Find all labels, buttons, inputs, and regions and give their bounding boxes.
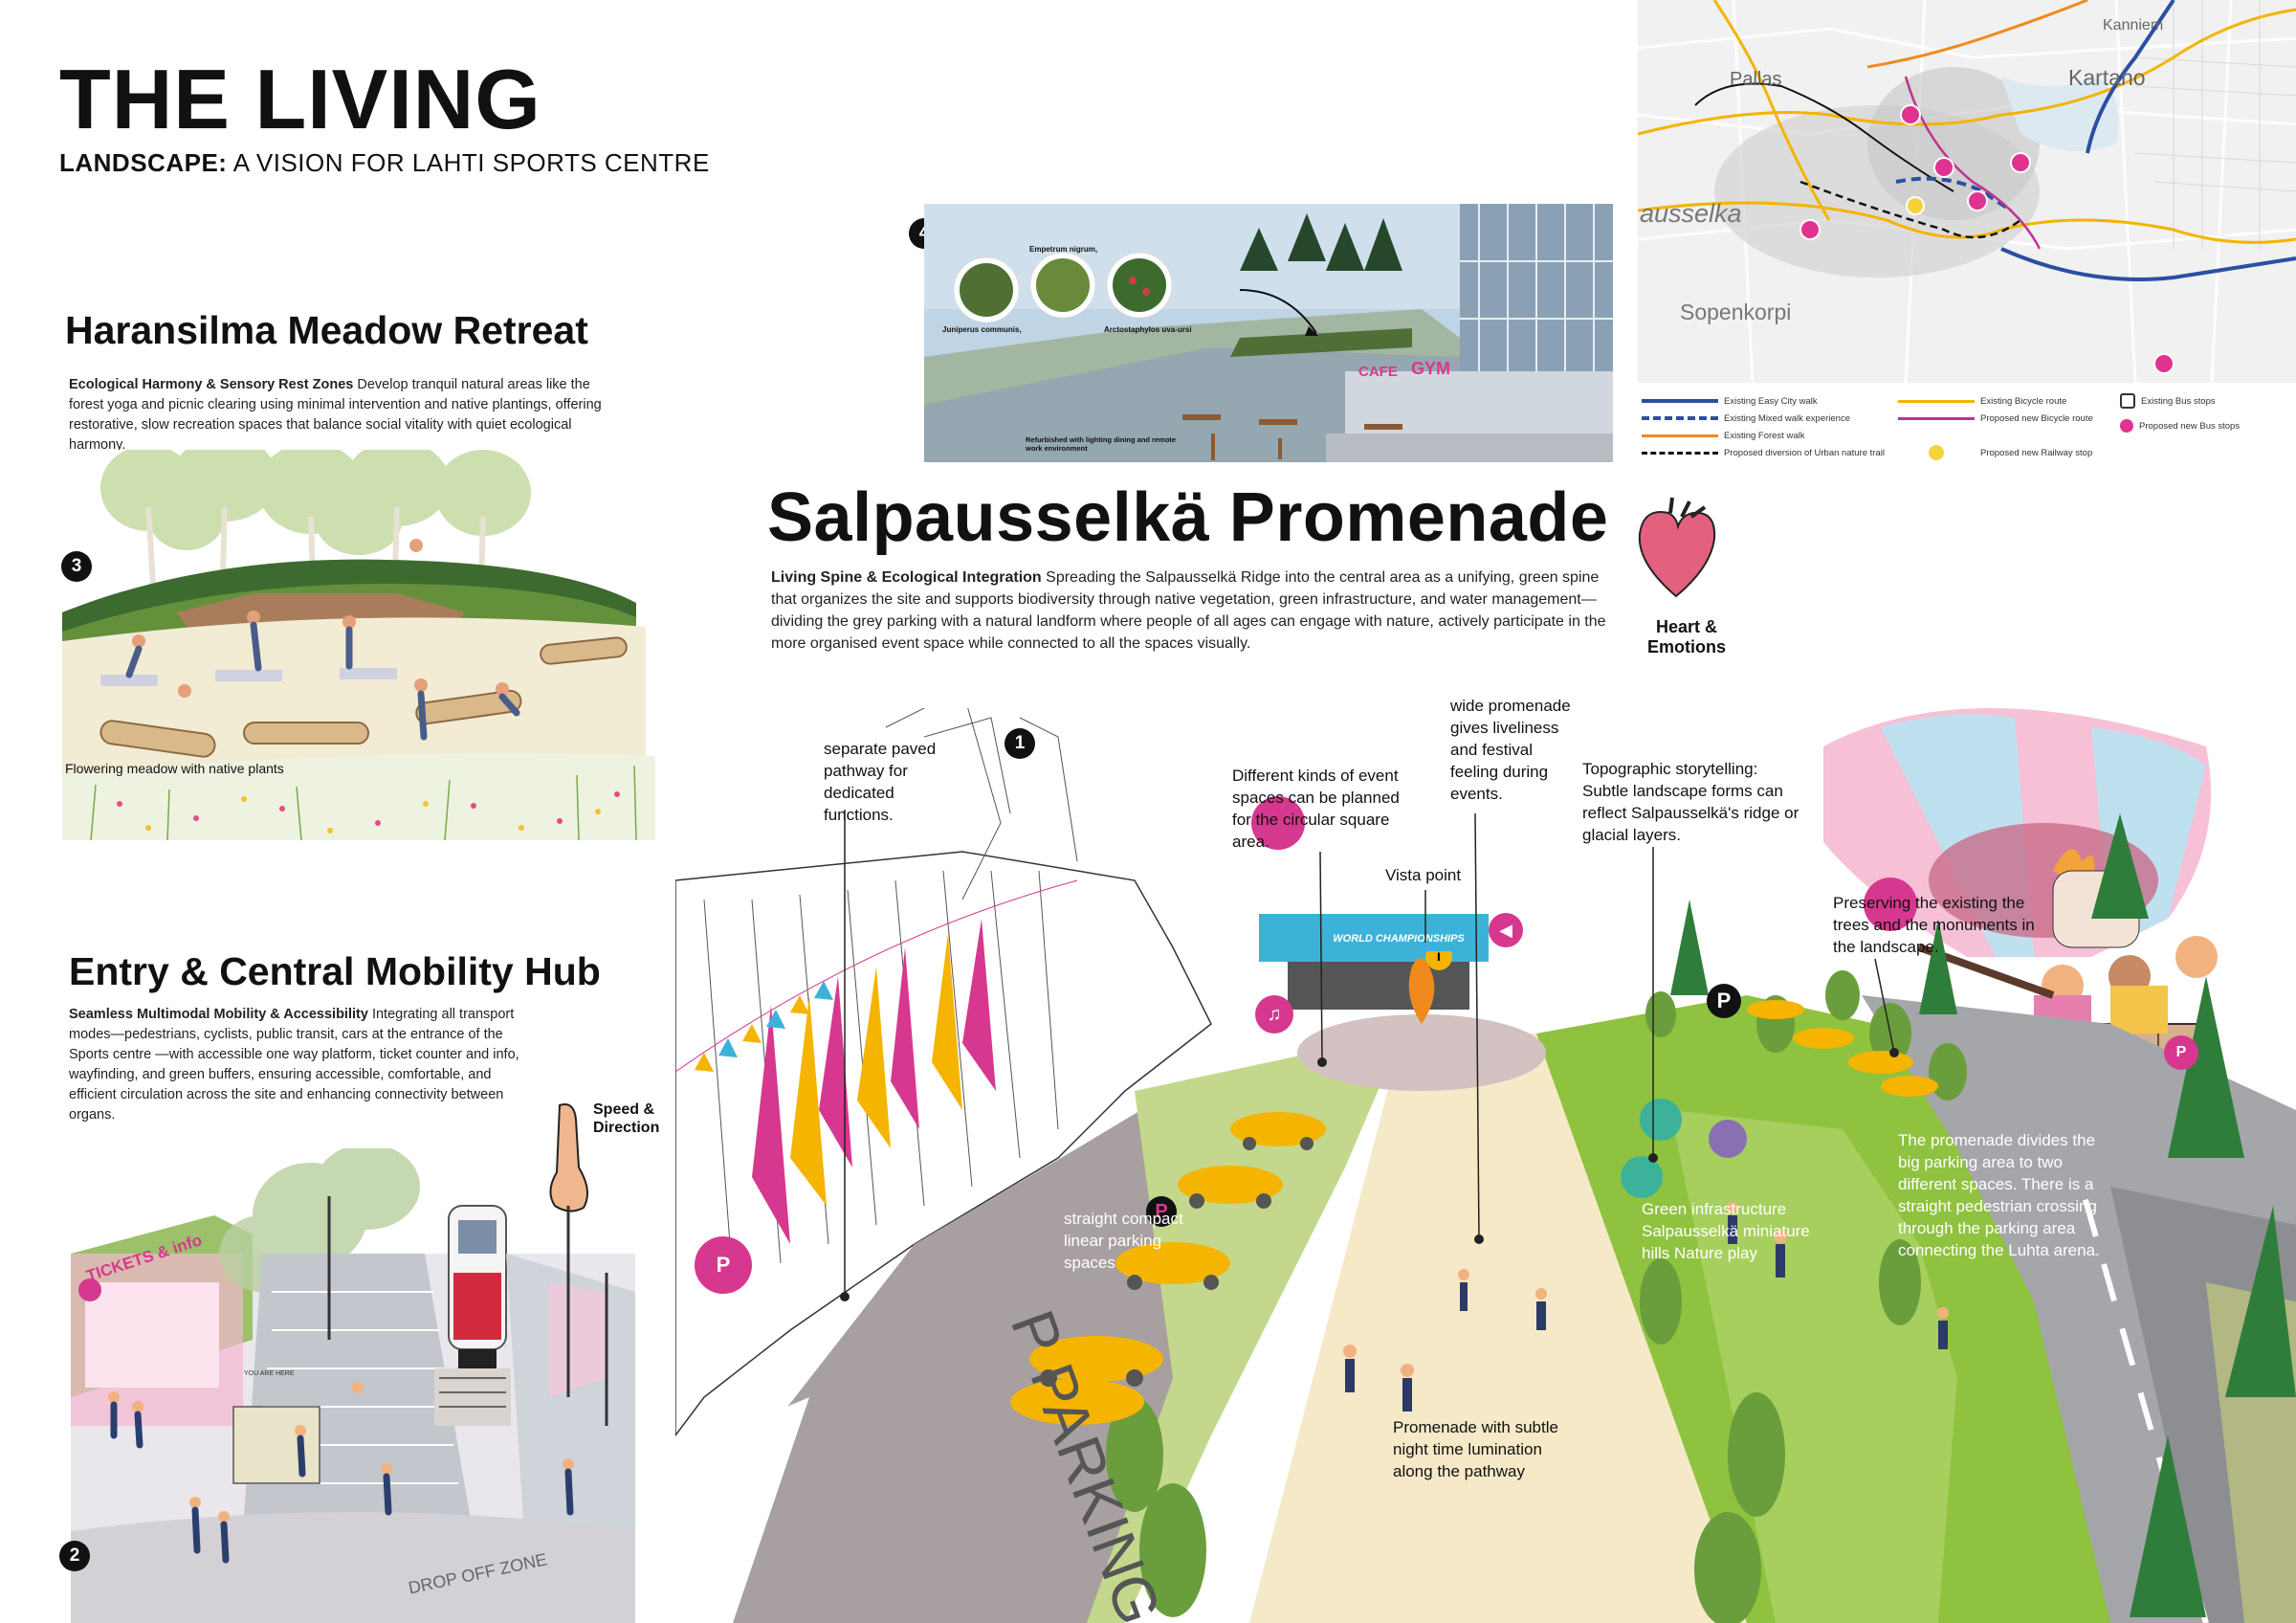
meadow-para-bold: Ecological Harmony & Sensory Rest Zones	[69, 377, 354, 392]
legend-item: Existing Bus stops	[2120, 392, 2240, 410]
heart-emotions-label: Heart & Emotions	[1646, 617, 1726, 656]
mobility-paragraph: Seamless Multimodal Mobility & Accessibi…	[69, 1005, 538, 1125]
annotation-green-infrastructure: Green infrastructure Salpausselkä miniat…	[1642, 1200, 1810, 1262]
plant-label-arctostaphylos: Arctostaphylos uva-ursi	[1104, 325, 1192, 334]
meadow-paragraph: Ecological Harmony & Sensory Rest Zones …	[69, 375, 614, 456]
map-label-kanniem: Kanniem	[2103, 17, 2164, 33]
legend-item: Proposed new Railway stop	[1898, 444, 2093, 461]
heart-icon	[1632, 496, 1720, 601]
railway-stop-icon	[1929, 445, 1944, 460]
bus-stop-icon	[2120, 393, 2135, 409]
legend-item: Proposed new Bus stops	[2120, 417, 2240, 434]
legend-item: Existing Mixed walk experience	[1642, 410, 1885, 427]
meadow-heading: Haransilma Meadow Retreat	[65, 308, 588, 352]
section-number-3: 3	[61, 551, 92, 582]
annotation-promenade-divides: The promenade divides the big parking ar…	[1898, 1131, 2100, 1259]
map-label-salpausselka: ausselka	[1640, 199, 1742, 228]
section-number-2: 2	[59, 1541, 90, 1571]
promenade-para-text: Spreading the Salpausselkä Ridge into th…	[771, 569, 1606, 652]
parking-icon: P	[1146, 1196, 1177, 1227]
promenade-paragraph: Living Spine & Ecological Integration Sp…	[771, 567, 1623, 655]
plant-label-juniperus: Juniperus communis,	[942, 325, 1022, 334]
gym-sign: GYM	[1411, 359, 1451, 378]
speaker-icon: ◀	[1489, 913, 1523, 947]
mobility-para-text: Integrating all transport modes—pedestri…	[69, 1007, 519, 1123]
legend-item: Existing Bicycle route	[1898, 392, 2093, 410]
parking-icon: P	[1707, 984, 1741, 1018]
foot-icon	[545, 1101, 593, 1215]
map-label-pallas: Pallas	[1730, 69, 1782, 90]
bike-parking-icon: P	[695, 1236, 752, 1294]
cafe-sign: CAFE	[1358, 364, 1398, 380]
annotation-night-lumination: Promenade with subtle night time luminat…	[1393, 1418, 1558, 1480]
mobility-para-bold: Seamless Multimodal Mobility & Accessibi…	[69, 1007, 368, 1022]
section-number-1: 1	[1004, 728, 1035, 759]
meadow-caption: Flowering meadow with native plants	[65, 761, 284, 776]
world-championships-sign: WORLD CHAMPIONSHIPS	[1318, 926, 1479, 951]
cafe-illustration	[924, 204, 1613, 462]
route-map	[1638, 0, 2296, 383]
annotation-topographic: Topographic storytelling: Subtle landsca…	[1582, 760, 1799, 844]
legend-item: Existing Easy City walk	[1642, 392, 1885, 410]
map-label-kartano: Kartano	[2068, 65, 2146, 90]
you-are-here-label: YOU ARE HERE	[244, 1370, 295, 1377]
meadow-para-text: Develop tranquil natural areas like the …	[69, 377, 602, 453]
annotation-linear-parking: straight compact linear parking spaces	[1064, 1210, 1183, 1272]
annotation-wide-promenade: wide promenade gives liveliness and fest…	[1450, 697, 1571, 803]
subtitle-bold: LANDSCAPE:	[59, 148, 228, 177]
annotation-vista-point: Vista point	[1385, 866, 1462, 884]
annotation-preserve-trees: Preserving the existing the trees and th…	[1833, 894, 2035, 956]
annotation-paved-pathway: separate paved pathway for dedicated fun…	[824, 740, 937, 824]
cafe-caption: Refurbished with lighting dining and rem…	[1026, 435, 1177, 453]
bike-parking-icon: P	[2164, 1035, 2198, 1070]
subtitle-rest: A VISION FOR LAHTI SPORTS CENTRE	[227, 148, 710, 177]
mobility-illustration	[71, 1148, 635, 1623]
legend-item: Proposed diversion of Urban nature trail	[1642, 444, 1885, 461]
legend-item: Proposed new Bicycle route	[1898, 410, 2093, 427]
legend-item: Existing Forest walk	[1642, 427, 1885, 444]
mobility-heading: Entry & Central Mobility Hub	[69, 949, 601, 993]
promenade-heading: Salpausselkä Promenade	[767, 479, 1609, 556]
speed-direction-label: Speed & Direction	[593, 1101, 660, 1136]
page-title: THE LIVING	[59, 52, 541, 146]
annotation-event-spaces: Different kinds of event spaces can be p…	[1232, 767, 1400, 851]
page-subtitle: LANDSCAPE: A VISION FOR LAHTI SPORTS CEN…	[59, 148, 710, 178]
meadow-illustration	[62, 450, 655, 840]
promenade-para-bold: Living Spine & Ecological Integration	[771, 569, 1042, 586]
promenade-illustration: P PARKING S	[675, 708, 2296, 1623]
music-icon: ♫	[1255, 995, 1293, 1034]
new-bus-stop-icon	[2120, 419, 2133, 433]
map-legend: Existing Easy City walk Existing Mixed w…	[1642, 392, 2292, 469]
plant-label-empetrum: Empetrum nigrum,	[1029, 245, 1098, 254]
map-label-sopenkorpi: Sopenkorpi	[1680, 300, 1792, 324]
